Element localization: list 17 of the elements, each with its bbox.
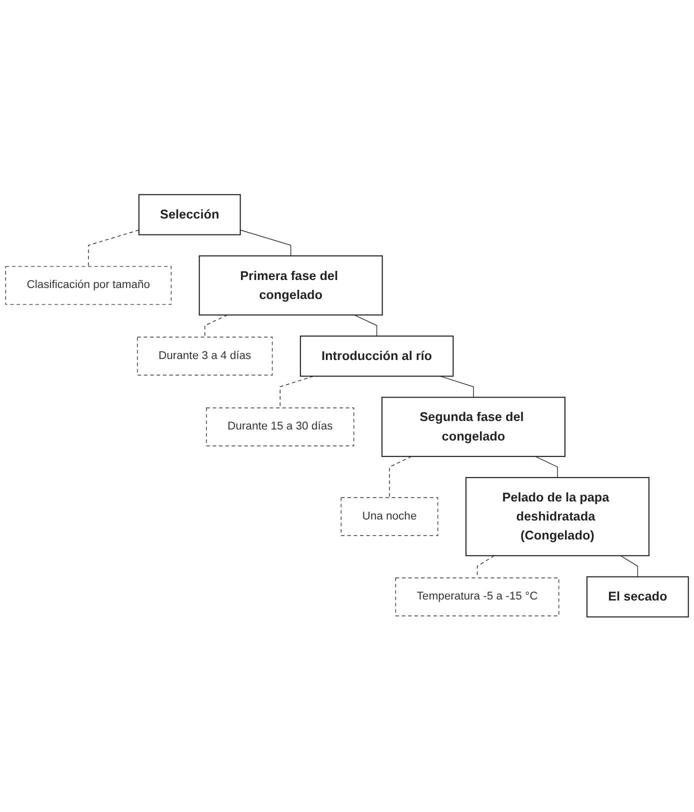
connector: [88, 230, 140, 267]
connector: [620, 556, 638, 578]
node-box: Primera fase del congelado: [198, 256, 383, 316]
node-box: Durante 3 a 4 días: [137, 337, 273, 376]
node-box: El secado: [586, 576, 689, 618]
connector: [354, 314, 378, 337]
connector: [535, 456, 558, 478]
node-box: Temperatura -5 a -15 °C: [395, 578, 560, 616]
node-box: Selección: [138, 194, 241, 236]
node-box: Segunda fase del congelado: [381, 397, 566, 458]
node-box: Introducción al río: [300, 336, 454, 377]
node-box: Una noche: [340, 498, 438, 536]
node-box: Durante 15 a 30 días: [206, 408, 354, 446]
node-box: Pelado de la papa deshidratada (Congelado): [465, 477, 650, 556]
connector: [204, 314, 228, 338]
node-box: Clasificación por tamaño: [5, 266, 172, 305]
connector: [240, 230, 292, 256]
